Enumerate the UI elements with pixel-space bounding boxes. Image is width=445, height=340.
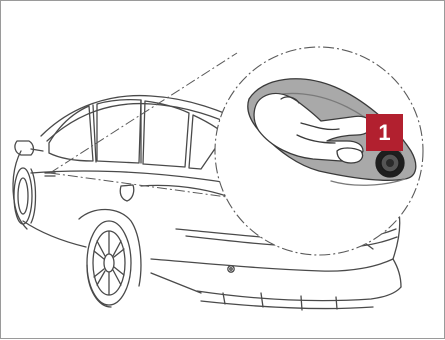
car-windows — [49, 100, 225, 169]
door-button — [376, 149, 404, 177]
rear-wheel — [79, 209, 141, 307]
leader-lines — [50, 53, 237, 197]
front-wheel — [14, 168, 36, 224]
callout-number: 1 — [378, 122, 390, 144]
callout-badge: 1 — [366, 114, 403, 151]
side-mirror — [15, 141, 43, 155]
